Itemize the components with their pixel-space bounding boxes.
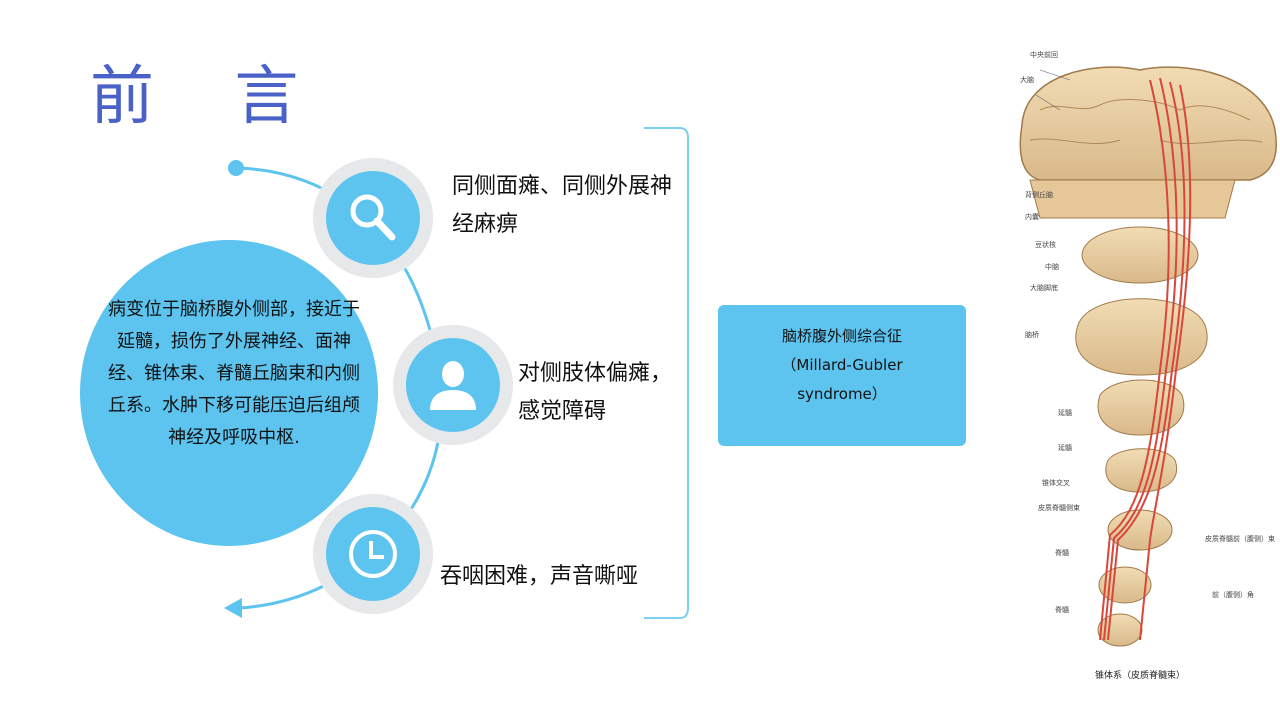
- figure-label: 前（腹侧）角: [1212, 591, 1254, 599]
- result-line-2: （Millard-Gubler: [781, 356, 903, 374]
- figure-label: 脑桥: [1025, 331, 1039, 339]
- figure-label: 中央前回: [1030, 51, 1058, 59]
- figure-label: 脊髓: [1055, 606, 1069, 614]
- figure-label: 皮质脊髓侧束: [1038, 504, 1080, 512]
- symptom-1: 同侧面瘫、同侧外展神经麻痹: [452, 174, 673, 237]
- figure-label: 延髓: [1058, 444, 1072, 452]
- bracket: [644, 127, 689, 619]
- figure-label: 内囊: [1025, 213, 1039, 221]
- summary-text: 病变位于脑桥腹外侧部，接近于延髓，损伤了外展神经、面神经、锥体束、脊髓丘脑束和内…: [108, 299, 360, 448]
- summary-bubble: [80, 240, 378, 546]
- result-line-1: 脑桥腹外侧综合征: [781, 327, 902, 345]
- pyramidal-tract-figure: [1019, 66, 1277, 647]
- figure-label: 锥体交叉: [1042, 479, 1070, 487]
- figure-label: 中脑: [1045, 263, 1059, 271]
- figure-label: 延髓: [1058, 409, 1072, 417]
- figure-label: 皮质脊髓前（腹侧）束: [1205, 535, 1275, 543]
- result-box: [718, 305, 966, 446]
- node-1: [326, 171, 420, 265]
- result-text: 脑桥腹外侧综合征 （Millard-Gubler syndrome）: [718, 322, 966, 409]
- symptom-2: 对侧肢体偏瘫，感觉障碍: [518, 361, 673, 424]
- symptom-3: 吞咽困难，声音嘶哑: [440, 564, 639, 589]
- node-2: [406, 338, 500, 432]
- figure-label: 豆状核: [1035, 241, 1056, 249]
- page-title: 前 言: [90, 60, 329, 134]
- node-3: [326, 507, 420, 601]
- search-icon: [350, 194, 396, 241]
- figure-label: 背侧丘脑: [1025, 191, 1053, 199]
- figure-label: 大脑脚底: [1030, 284, 1058, 292]
- figure-label: 大脑: [1020, 76, 1034, 84]
- figure-label: 脊髓: [1055, 549, 1069, 557]
- person-icon: [430, 361, 476, 410]
- figure-caption: 锥体系（皮质脊髓束）: [1095, 671, 1186, 681]
- clock-icon: [349, 530, 397, 578]
- result-line-3: syndrome）: [797, 385, 887, 403]
